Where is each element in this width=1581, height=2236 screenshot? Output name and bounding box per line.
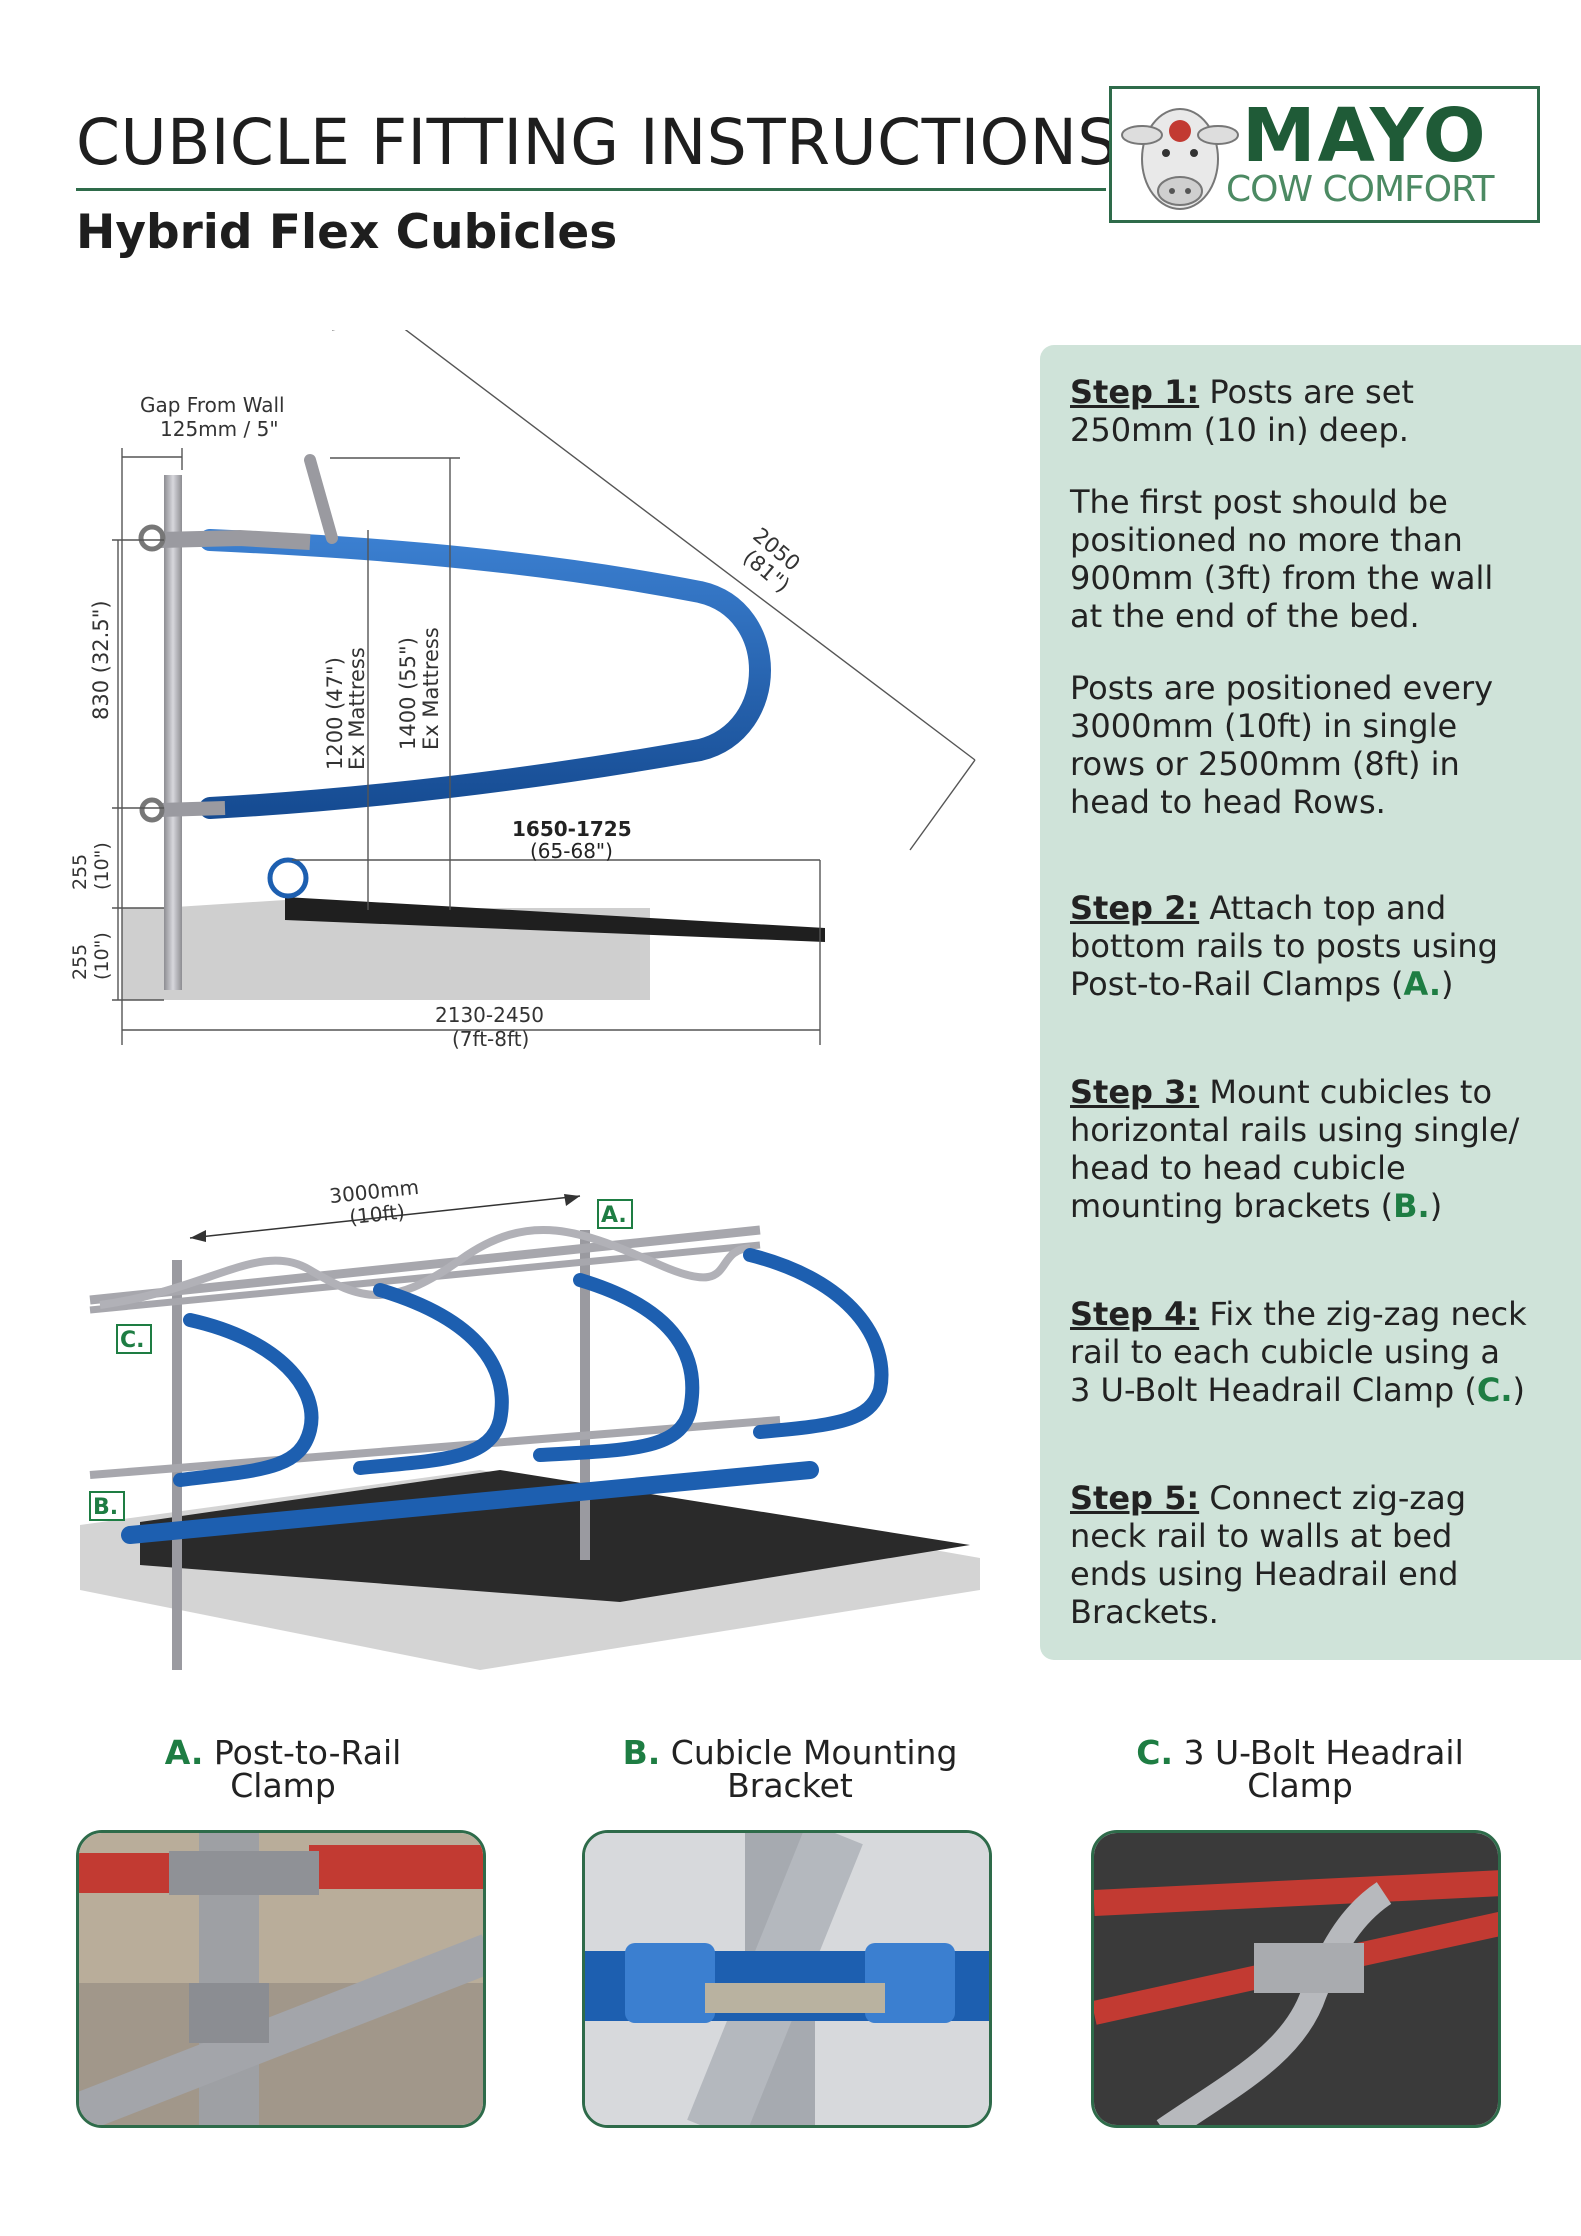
step-text: Attach top and bottom rails to posts usi…	[1070, 889, 1498, 1003]
part-line2: Bracket	[727, 1766, 853, 1805]
step-accent: C.	[1476, 1371, 1513, 1409]
step-1-note-a: The first post should be positioned no m…	[1070, 483, 1530, 635]
cubicle-loop	[199, 529, 771, 819]
step-text: Posts are positioned every 3000mm (10ft)…	[1070, 669, 1494, 821]
step-3: Step 3: Mount cubicles to horizontal rai…	[1070, 1073, 1530, 1225]
step-tail: )	[1512, 1371, 1525, 1409]
marker-a: A.	[601, 1203, 627, 1228]
part-a-caption: A. Post-to-Rail Clamp	[88, 1736, 478, 1802]
page-subtitle: Hybrid Flex Cubicles	[76, 205, 618, 260]
part-line1: Cubicle Mounting	[660, 1733, 958, 1772]
iso-mattress	[140, 1470, 970, 1602]
step-accent: A.	[1403, 965, 1442, 1003]
part-b-caption: B. Cubicle Mounting Bracket	[585, 1736, 995, 1802]
span-imperial: (65-68")	[530, 839, 613, 863]
part-letter: A.	[164, 1733, 204, 1772]
marker-c: C.	[120, 1328, 145, 1353]
h1400-sub: Ex Mattress	[419, 627, 443, 750]
step-1: Step 1: Posts are set 250mm (10 in) deep…	[1070, 373, 1530, 449]
brand-logo: MAYO COW COMFORT	[1109, 86, 1540, 223]
bed-imperial: (7ft-8ft)	[452, 1027, 529, 1050]
cow-head-icon	[1121, 108, 1239, 210]
step-tail: )	[1429, 1187, 1443, 1225]
part-line1: 3 U-Bolt Headrail	[1173, 1733, 1464, 1772]
step-4: Step 4: Fix the zig-zag neck rail to eac…	[1070, 1295, 1530, 1409]
post	[164, 475, 182, 990]
part-letter: B.	[622, 1733, 661, 1772]
step-label: Step 5:	[1070, 1479, 1200, 1517]
part-line2: Clamp	[1247, 1766, 1353, 1805]
steps-panel: Step 1: Posts are set 250mm (10 in) deep…	[1040, 345, 1581, 1660]
rail-height-label: 830 (32.5")	[89, 600, 113, 720]
h1200-label: 1200 (47")	[323, 657, 347, 770]
side-view-diagram: Gap From Wall 125mm / 5" 2050 (81") 830 …	[69, 330, 976, 1050]
step-text: The first post should be positioned no m…	[1070, 483, 1494, 635]
h1400-label: 1400 (55")	[396, 637, 420, 750]
step-text: Mount cubicles to horizontal rails using…	[1070, 1073, 1520, 1225]
gap-label: Gap From Wall	[140, 393, 285, 417]
lower-a-imp: (10")	[91, 842, 113, 890]
mattress	[285, 897, 825, 942]
part-c-caption: C. 3 U-Bolt Headrail Clamp	[1095, 1736, 1505, 1802]
title-rule	[76, 188, 1106, 191]
step-label: Step 1:	[1070, 373, 1200, 411]
step-accent: B.	[1393, 1187, 1430, 1225]
spacing-imperial: (10ft)	[348, 1199, 406, 1229]
step-label: Step 2:	[1070, 889, 1200, 927]
h1200-sub: Ex Mattress	[345, 647, 369, 770]
lower-b-label: 255	[69, 944, 91, 980]
step-text: Fix the zig-zag neck rail to each cubicl…	[1070, 1295, 1527, 1409]
step-text: Posts are set 250mm (10 in) deep.	[1070, 373, 1414, 449]
step-label: Step 4:	[1070, 1295, 1200, 1333]
part-letter: C.	[1136, 1733, 1174, 1772]
step-text: Connect zig-zag neck rail to walls at be…	[1070, 1479, 1467, 1631]
gap-value: 125mm / 5"	[160, 417, 279, 441]
lower-a-label: 255	[69, 854, 91, 890]
step-2: Step 2: Attach top and bottom rails to p…	[1070, 889, 1530, 1003]
step-1-note-b: Posts are positioned every 3000mm (10ft)…	[1070, 669, 1530, 821]
part-a-photo	[76, 1830, 486, 2128]
span-value: 1650-1725	[512, 817, 632, 841]
step-label: Step 3:	[1070, 1073, 1200, 1111]
bed-value: 2130-2450	[435, 1003, 544, 1027]
marker-b: B.	[93, 1495, 118, 1520]
logo-tagline: COW COMFORT	[1226, 169, 1494, 210]
part-c-photo	[1091, 1830, 1501, 2128]
step-tail: )	[1441, 965, 1454, 1003]
part-line2: Clamp	[230, 1766, 336, 1805]
isometric-diagram: 3000mm (10ft) A. C. B.	[80, 1175, 980, 1670]
step-5: Step 5: Connect zig-zag neck rail to wal…	[1070, 1479, 1530, 1631]
lower-b-imp: (10")	[91, 932, 113, 980]
part-line1: Post-to-Rail	[203, 1733, 402, 1772]
part-b-photo	[582, 1830, 992, 2128]
logo-brand-text: MAYO	[1242, 93, 1488, 179]
page-title: CUBICLE FITTING INSTRUCTIONS	[76, 106, 1118, 179]
